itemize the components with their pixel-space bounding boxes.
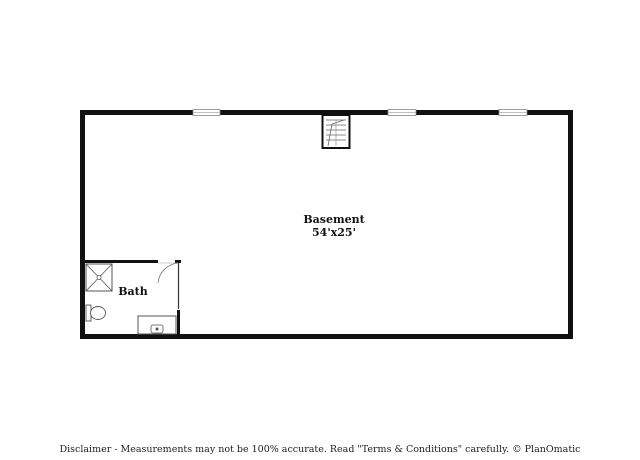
window-3 (498, 109, 528, 116)
window-2 (387, 109, 417, 116)
shower (85, 263, 113, 292)
bath-door (157, 262, 180, 309)
bath-walls (82, 260, 181, 337)
window-1 (192, 109, 221, 116)
disclaimer-text: Disclaimer - Measurements may not be 100… (59, 444, 581, 455)
stairs (321, 114, 351, 149)
basement-room-dimensions: 54'x25' (312, 226, 356, 239)
exterior-wall (80, 110, 573, 339)
sink (137, 315, 177, 335)
toilet (85, 304, 106, 322)
bath-room-label: Bath (118, 285, 148, 298)
basement-room-label: Basement (303, 213, 365, 226)
